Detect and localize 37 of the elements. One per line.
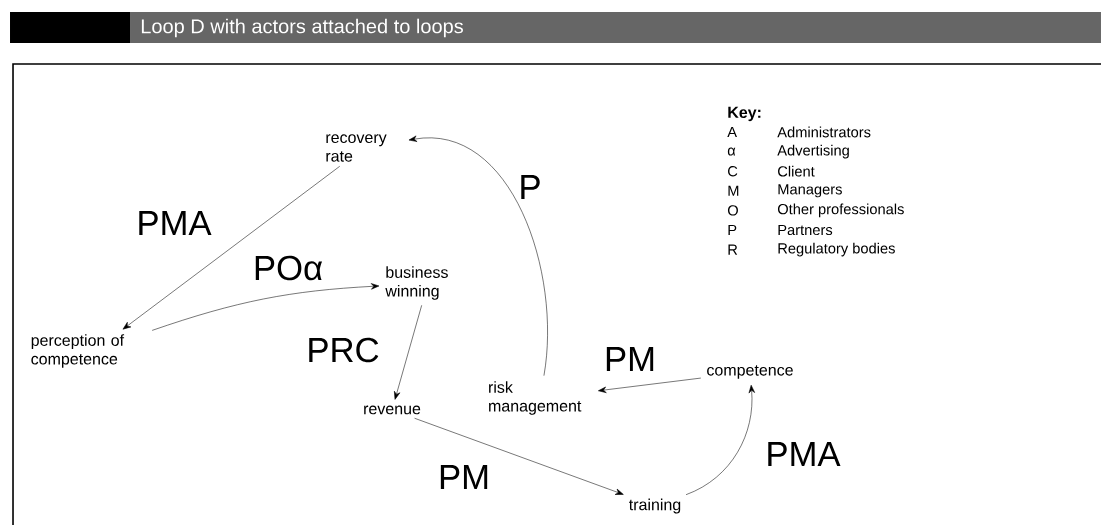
key-letter: α — [727, 147, 736, 156]
key-text: Partners — [778, 224, 833, 236]
key-text: Other professionals — [777, 203, 904, 218]
arrow — [598, 377, 702, 393]
header-band: Loop D with actors attached to loops — [10, 12, 1101, 43]
node-label: competence — [707, 365, 793, 379]
node-label: risk management — [489, 381, 582, 415]
edge-label: PMA — [135, 209, 213, 237]
key-letter: R — [728, 244, 738, 255]
edge-label: POα — [251, 254, 325, 282]
key-heading: Key: — [728, 106, 761, 122]
key-letter: A — [727, 126, 737, 138]
edge-label: PRC — [305, 336, 381, 364]
key-letter: M — [728, 185, 739, 196]
edge-label: PMA — [764, 440, 842, 468]
arrow — [414, 417, 624, 495]
arrow — [151, 283, 380, 331]
arrow — [685, 384, 755, 495]
node-label: perception of competence — [31, 334, 125, 368]
key-text: Client — [778, 165, 815, 177]
key-letter: P — [728, 224, 737, 236]
key-letter: C — [728, 166, 738, 177]
key-text: Managers — [778, 184, 842, 198]
key-text: Regulatory bodies — [778, 242, 895, 257]
arrow — [122, 166, 341, 330]
edge-label: PM — [436, 463, 492, 491]
node-label: recovery rate — [326, 134, 387, 162]
key-letter: O — [727, 205, 738, 216]
arrow — [408, 135, 548, 376]
edge-label: PM — [602, 345, 658, 373]
arrow — [394, 305, 422, 400]
node-label: revenue — [364, 405, 421, 415]
node-label: training — [629, 498, 681, 514]
node-label: business winning — [385, 266, 448, 300]
key-text: Advertising — [777, 144, 849, 159]
edge-label: P — [517, 173, 543, 201]
key-text: Administrators — [777, 126, 871, 138]
